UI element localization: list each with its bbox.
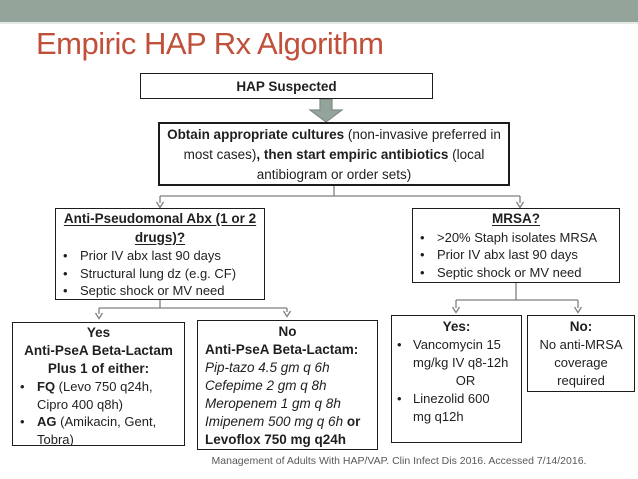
arrowhead-to-mrsa-yes xyxy=(451,306,461,314)
arrowhead-to-pseudomonal xyxy=(155,201,165,209)
connector-cultures-split xyxy=(159,186,521,203)
list-item: • Prior IV abx last 90 days xyxy=(60,247,260,265)
arrowhead-to-psea-no xyxy=(282,310,292,318)
psea-no-drug-5: Levoflox 750 mg q24h xyxy=(205,432,347,447)
mrsa-yes-option-1: Vancomycin 15 mg/kg IV q8-12h xyxy=(413,337,509,370)
node-psea-no: No Anti-PseA Beta-Lactam: Pip-tazo 4.5 g… xyxy=(197,320,378,450)
obtain-bold-2: , then start empiric antibiotics xyxy=(256,147,449,162)
psea-yes-bullet-1: FQ (Levo 750 q24h, Cipro 400 q8h) xyxy=(37,378,180,413)
list-item: • FQ (Levo 750 q24h, Cipro 400 q8h) xyxy=(17,378,180,413)
citation-text: Management of Adults With HAP/VAP. Clin … xyxy=(211,455,587,467)
psea-no-drug-4: Imipenem 500 mg q 6h or xyxy=(205,413,370,431)
connector-mrsa-split xyxy=(455,283,579,308)
bullet-icon: • xyxy=(20,414,25,429)
antipseudomonal-bullet-3: Septic shock or MV need xyxy=(80,283,225,298)
bullet-icon: • xyxy=(397,337,402,352)
node-mrsa-question: MRSA? • >20% Staph isolates MRSA • Prior… xyxy=(412,208,620,283)
drug-class-detail: (Amikacin, Gent, Tobra) xyxy=(37,414,157,446)
psea-no-drug-2: Cefepime 2 gm q 8h xyxy=(205,378,327,393)
mrsa-no-body: No anti-MRSA coverage required xyxy=(539,337,623,388)
list-item: • Septic shock or MV need xyxy=(417,264,615,282)
arrowhead-to-mrsa xyxy=(515,201,525,209)
block-down-arrow xyxy=(308,98,344,123)
list-item: • AG (Amikacin, Gent, Tobra) xyxy=(17,413,180,446)
node-hap-suspected: HAP Suspected xyxy=(140,73,433,99)
bullet-icon: • xyxy=(397,391,402,406)
hap-suspected-label: HAP Suspected xyxy=(236,78,337,94)
list-item: • Septic shock or MV need xyxy=(60,282,260,299)
psea-yes-heading-1: Yes xyxy=(86,325,111,340)
drug-class-detail: (Levo 750 q24h, Cipro 400 q8h) xyxy=(37,379,153,412)
bullet-icon: • xyxy=(420,264,425,280)
mrsa-no-heading: No: xyxy=(569,319,593,334)
psea-yes-heading-2: Anti-PseA Beta-Lactam xyxy=(24,343,173,358)
obtain-regular-1: (non-invasive preferred in most cases) xyxy=(183,127,501,162)
mrsa-yes-heading: Yes: xyxy=(442,319,471,334)
drug-class-abbr: FQ xyxy=(37,379,56,394)
node-mrsa-yes: Yes: • Vancomycin 15 mg/kg IV q8-12h OR … xyxy=(391,315,522,443)
mrsa-bullet-3: Septic shock or MV need xyxy=(437,264,582,280)
list-item: • >20% Staph isolates MRSA xyxy=(417,229,615,247)
bullet-icon: • xyxy=(63,248,68,263)
node-psea-yes: Yes Anti-PseA Beta-Lactam Plus 1 of eith… xyxy=(12,322,185,446)
psea-yes-bullet-2: AG (Amikacin, Gent, Tobra) xyxy=(37,413,180,446)
psea-no-heading-1: No xyxy=(278,324,297,339)
bullet-icon: • xyxy=(63,283,68,298)
psea-no-drug-4-name: Imipenem 500 mg q 6h xyxy=(205,414,344,429)
connector-pseudomonal-split xyxy=(98,300,288,314)
antipseudomonal-bullet-2: Structural lung dz (e.g. CF) xyxy=(80,265,237,281)
slide-accent-bar xyxy=(0,0,638,24)
psea-no-drug-3: Meropenem 1 gm q 8h xyxy=(205,396,341,411)
psea-yes-heading-3: Plus 1 of either: xyxy=(47,361,150,376)
list-item: • Prior IV abx last 90 days xyxy=(417,246,615,264)
psea-no-heading-2: Anti-PseA Beta-Lactam: xyxy=(205,342,359,357)
list-item: • Structural lung dz (e.g. CF) xyxy=(60,265,260,283)
mrsa-yes-option-2: Linezolid 600 mg q12h xyxy=(413,391,490,424)
antipseudomonal-question-title: Anti-Pseudomonal Abx (1 or 2 drugs)? xyxy=(63,211,257,245)
mrsa-bullet-1: >20% Staph isolates MRSA xyxy=(437,229,598,245)
bullet-icon: • xyxy=(420,229,425,245)
arrowhead-to-mrsa-no xyxy=(573,306,583,314)
psea-no-drug-1: Pip-tazo 4.5 gm q 6h xyxy=(205,360,330,375)
bullet-icon: • xyxy=(20,379,25,394)
drug-class-abbr: AG xyxy=(37,414,57,429)
bullet-icon: • xyxy=(63,265,68,281)
page-title: Empiric HAP Rx Algorithm xyxy=(36,26,384,61)
mrsa-yes-or: OR xyxy=(455,373,476,388)
bullet-icon: • xyxy=(420,247,425,262)
arrowhead-to-psea-yes xyxy=(94,312,104,320)
obtain-regular-2: (local antibiogram or order sets) xyxy=(256,147,485,182)
list-item: • Linezolid 600 mg q12h xyxy=(395,390,518,426)
antipseudomonal-bullet-1: Prior IV abx last 90 days xyxy=(80,248,221,263)
node-antipseudomonal-question: Anti-Pseudomonal Abx (1 or 2 drugs)? • P… xyxy=(55,208,265,300)
list-item: • Vancomycin 15 mg/kg IV q8-12h xyxy=(395,336,518,372)
mrsa-question-title: MRSA? xyxy=(492,211,540,226)
mrsa-bullet-2: Prior IV abx last 90 days xyxy=(437,247,578,262)
psea-no-or-suffix: or xyxy=(343,414,361,429)
obtain-bold-1: Obtain appropriate cultures xyxy=(167,127,345,142)
node-mrsa-no: No: No anti-MRSA coverage required xyxy=(527,315,635,392)
node-obtain-cultures: Obtain appropriate cultures (non-invasiv… xyxy=(158,122,510,186)
